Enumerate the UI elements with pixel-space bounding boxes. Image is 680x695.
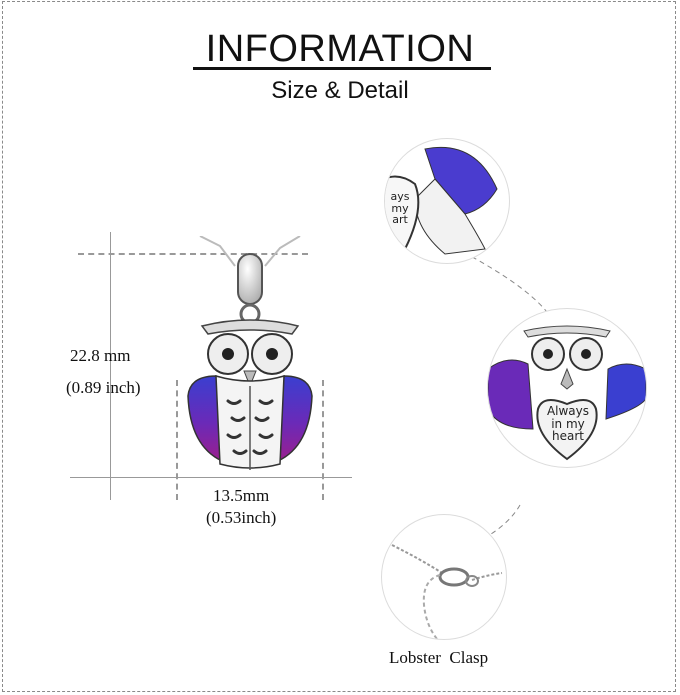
title-underline	[193, 67, 491, 70]
height-guide-line	[110, 232, 111, 500]
engraving-line-3: heart	[552, 429, 584, 444]
owl-pendant-image	[187, 236, 313, 470]
engraving-partial-line-3: art	[392, 213, 408, 227]
page-title: INFORMATION	[205, 28, 475, 70]
height-mm-label: 22.8 mm	[70, 346, 131, 365]
engraving-partial-line-2: my	[391, 201, 409, 215]
detail-circle-heart-engraving: Always in my heart	[487, 308, 647, 468]
height-inch-label: (0.89 inch)	[66, 378, 141, 397]
clasp-label: Lobster Clasp	[389, 648, 489, 667]
right-width-guide	[322, 380, 324, 500]
top-dashed-guide	[78, 253, 308, 255]
width-inch-label: (0.53inch)	[206, 508, 277, 527]
detail-circle-lobster-clasp	[381, 514, 507, 640]
owl-open-heart-image	[488, 325, 646, 461]
engraving-line-2: in my	[551, 416, 585, 431]
detail-circle-side-view: ays my art	[384, 138, 510, 264]
left-width-guide	[176, 380, 178, 500]
owl-side-view-image	[385, 146, 498, 255]
bottom-baseline-guide	[70, 477, 352, 478]
engraving-line-1: Always	[546, 404, 590, 418]
lobster-clasp-image	[391, 544, 503, 639]
width-mm-label: 13.5mm	[213, 486, 270, 505]
page-subtitle: Size & Detail	[271, 77, 409, 104]
engraving-partial-line-1: ays	[390, 190, 410, 203]
